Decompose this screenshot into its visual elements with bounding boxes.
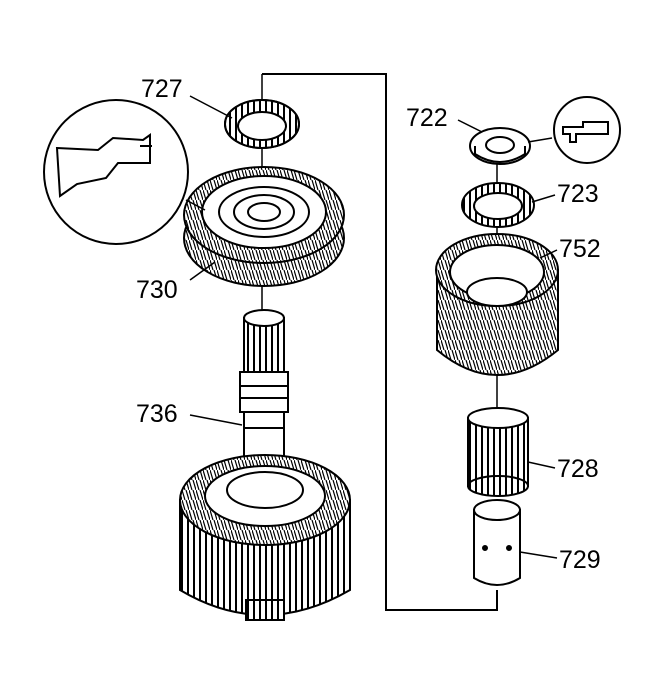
callout-722: 722 [406, 104, 448, 132]
detail-circle-left-icon [43, 99, 189, 245]
gear-752-icon [435, 233, 559, 376]
sleeve-729-icon [473, 499, 521, 586]
leader-723 [531, 194, 556, 203]
needle-bearing-728-icon [467, 407, 529, 497]
callout-752: 752 [559, 235, 601, 263]
callout-729: 729 [559, 546, 601, 574]
callout-736: 736 [136, 400, 178, 428]
detail-circle-right-icon [553, 96, 621, 164]
leader-752 [539, 249, 558, 259]
gear-730-icon [183, 166, 345, 287]
thrust-washer-722-icon [469, 127, 531, 165]
leader-730 [189, 261, 216, 281]
leader-722 [457, 119, 483, 133]
leader-736 [189, 414, 243, 426]
thrust-bearing-723-icon [461, 182, 535, 228]
output-shaft-736-icon [179, 309, 351, 621]
leader-detail-right [527, 137, 553, 143]
callout-723: 723 [557, 180, 599, 208]
leader-detail-left [185, 199, 206, 211]
callout-730: 730 [136, 276, 178, 304]
leader-727 [189, 95, 233, 119]
callout-728: 728 [557, 455, 599, 483]
assembly-path-line [262, 73, 498, 611]
leader-729 [519, 551, 558, 559]
thrust-bearing-727-icon [224, 99, 300, 149]
leader-728 [527, 461, 556, 469]
callout-727: 727 [141, 75, 183, 103]
